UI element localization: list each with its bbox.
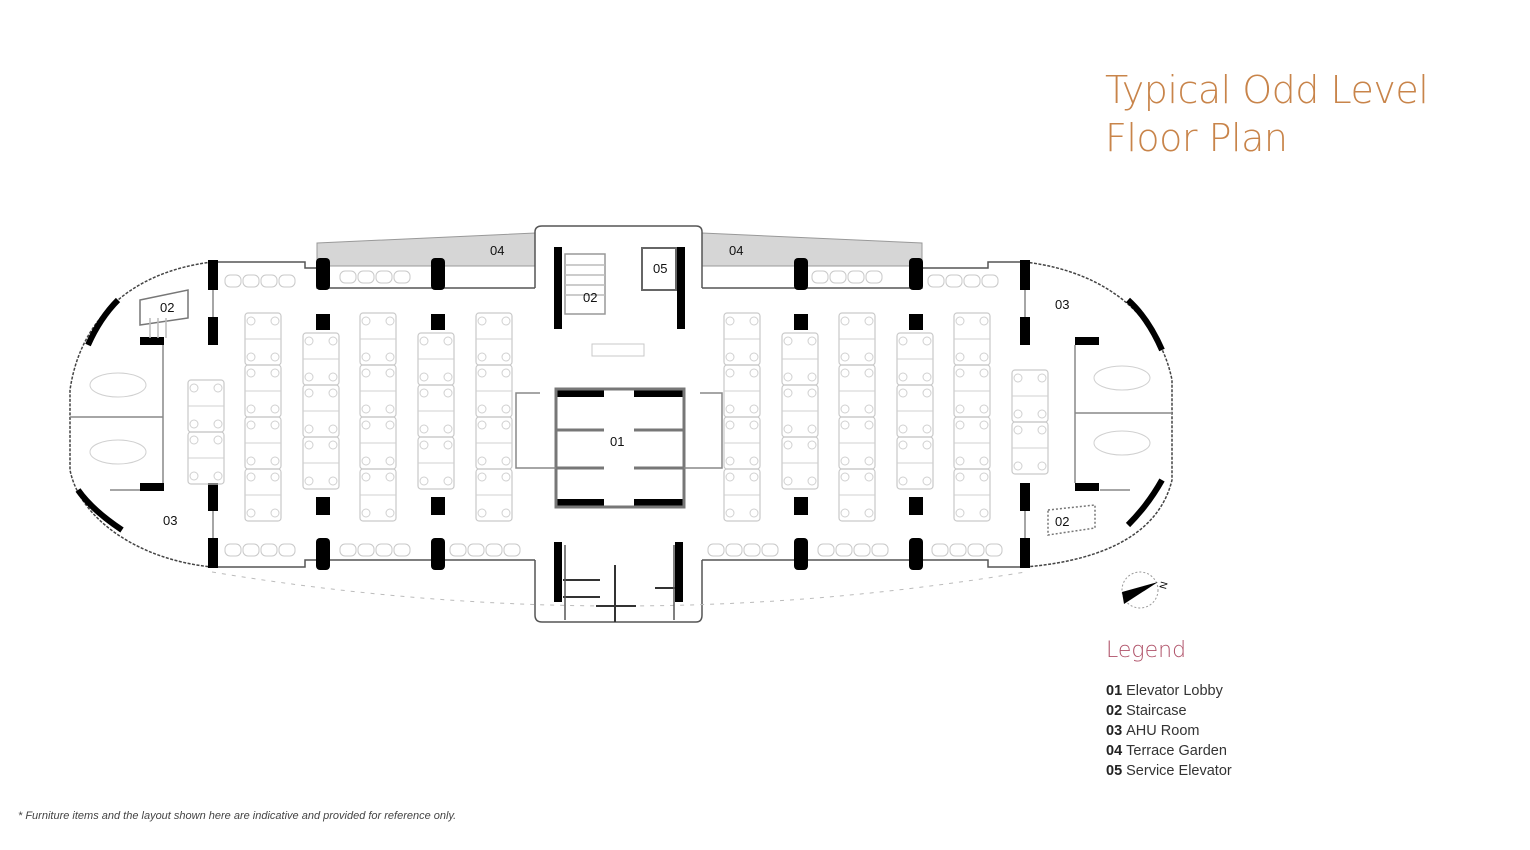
page-title: Typical Odd Level Floor Plan <box>1105 66 1429 162</box>
room-label-03-left: 03 <box>163 513 177 528</box>
room-label-05: 05 <box>653 261 667 276</box>
room-labels: 01 02 02 02 03 03 04 04 05 <box>160 243 1069 529</box>
building-outline <box>69 225 1173 623</box>
room-label-02-left: 02 <box>160 300 174 315</box>
north-arrow-icon: N <box>1121 571 1171 609</box>
columns <box>140 247 1099 602</box>
curtain-wall-segments <box>75 297 1165 533</box>
title-line-1: Typical Odd Level <box>1105 68 1429 112</box>
workstation-clusters <box>89 312 1151 522</box>
room-label-02-core: 02 <box>583 290 597 305</box>
perimeter-seating <box>224 270 1003 557</box>
partitions <box>70 247 1172 622</box>
room-label-04-left: 04 <box>490 243 504 258</box>
legend-title: Legend <box>1106 638 1187 663</box>
title-line-2: Floor Plan <box>1105 116 1288 160</box>
room-label-02-right: 02 <box>1055 514 1069 529</box>
room-label-01: 01 <box>610 434 624 449</box>
room-label-04-right: 04 <box>729 243 743 258</box>
room-label-03-right: 03 <box>1055 297 1069 312</box>
svg-text:N: N <box>1158 581 1170 591</box>
footnote: * Furniture items and the layout shown h… <box>18 810 457 822</box>
